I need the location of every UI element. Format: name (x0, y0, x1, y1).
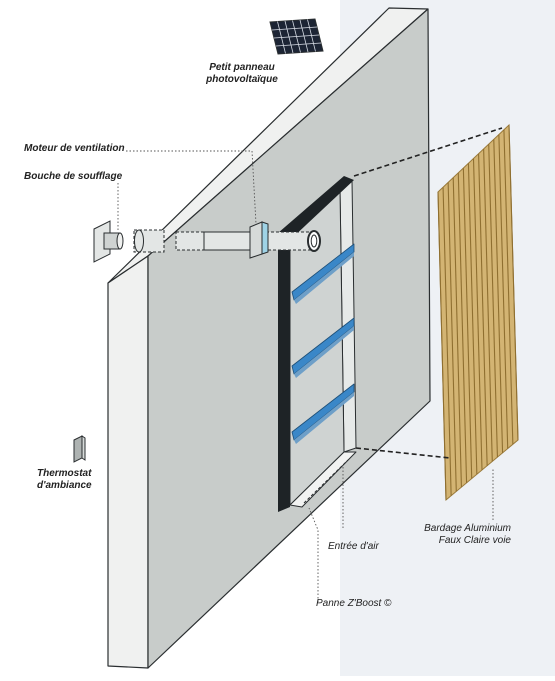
thermostat-body (73, 435, 83, 463)
shelf-3-shadow (294, 392, 354, 444)
vent-plate (93, 220, 111, 263)
label-air-inlet: Entrée d'air (328, 541, 379, 553)
cladding-slat (503, 129, 514, 445)
label-cladding-line-2: Faux Claire voie (438, 535, 511, 546)
shelf-1-shadow (294, 252, 354, 304)
cladding-slat (478, 153, 488, 466)
label-solar-panel-line-2: photovoltaïque (206, 74, 278, 85)
duct-mouth (134, 229, 144, 253)
solar-panel-grid (271, 19, 322, 54)
cladding-slat (467, 163, 478, 475)
cladding-slat (437, 191, 447, 501)
duct-segment-2 (175, 231, 205, 251)
leader-motor (126, 150, 257, 225)
solar-grid-line (275, 42, 322, 47)
label-solar-panel: Petit panneau photovoltaïque (202, 62, 282, 86)
z-boost-panel (278, 176, 357, 512)
air-duct (133, 229, 321, 253)
panel-frame-top (278, 176, 354, 240)
cladding-slat (483, 148, 493, 462)
air-vent-icon (93, 220, 124, 263)
label-vent-text: Bouche de soufflage (24, 171, 123, 182)
vent-nozzle (116, 232, 124, 250)
solar-grid-line (273, 34, 320, 39)
thermostat-side (81, 435, 86, 461)
wall-side-face (107, 255, 149, 669)
cladding-slat (442, 187, 452, 496)
label-cladding: Bardage Aluminium Faux Claire voie (418, 523, 511, 547)
duct-segment-3 (203, 231, 251, 251)
cladding-slat (452, 177, 462, 488)
aluminium-cladding (437, 123, 519, 502)
leader-panel (308, 507, 319, 602)
label-thermostat-line-1: Thermostat (37, 468, 92, 479)
panel-bottom-dash (303, 459, 349, 504)
duct-end-inner (310, 234, 318, 248)
cladding-slat (498, 134, 509, 449)
motor-box (249, 221, 263, 259)
cladding-slat (457, 172, 468, 483)
cladding-slat (508, 124, 519, 441)
leader-lines (117, 150, 494, 602)
motor-face (261, 221, 269, 255)
label-cladding-line-1: Bardage Aluminium (424, 523, 511, 534)
label-air-inlet-text: Entrée d'air (328, 541, 379, 552)
thermostat-icon (73, 435, 86, 463)
cladding-slat (472, 158, 483, 471)
solar-grid-line (271, 26, 318, 31)
label-panel-text: Panne Z'Boost © (316, 598, 392, 609)
label-thermostat-line-2: d'ambiance (37, 480, 92, 491)
cladding-slat (493, 139, 504, 453)
label-panel: Panne Z'Boost © (316, 598, 391, 610)
shelf-2-shadow (294, 326, 354, 378)
cladding-slat (462, 168, 473, 479)
label-vent: Bouche de soufflage (24, 171, 122, 183)
label-motor-text: Moteur de ventilation (24, 143, 125, 154)
projection-line-top (353, 127, 503, 177)
cladding-slat (488, 144, 498, 458)
duct-segment-4 (265, 231, 313, 251)
solar-panel-icon (269, 18, 324, 55)
cladding-slats (437, 124, 519, 501)
label-solar-panel-line-1: Petit panneau (209, 62, 275, 73)
label-motor: Moteur de ventilation (24, 143, 125, 155)
label-thermostat: Thermostat d'ambiance (37, 468, 92, 492)
panel-frame-left (278, 227, 290, 512)
panel-bottom-sill (289, 451, 357, 508)
cladding-slat (447, 182, 457, 492)
ventilation-motor-icon (249, 221, 269, 259)
